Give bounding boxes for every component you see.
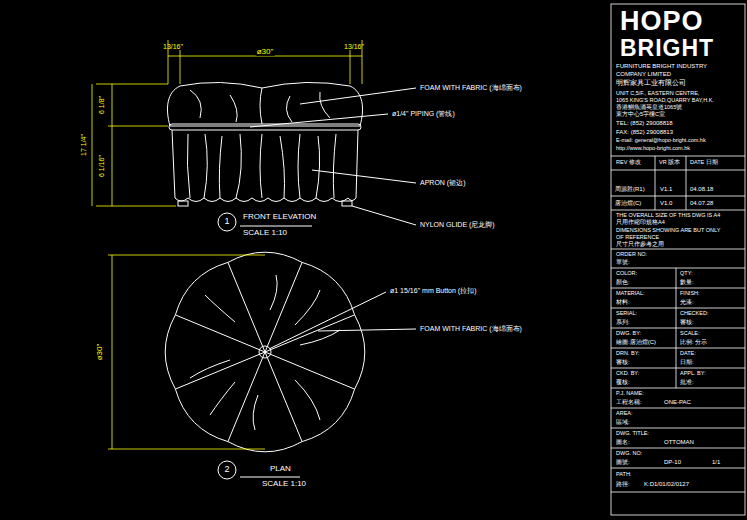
title-block-text: SERIAL: — [616, 311, 637, 317]
title-block-text: 04.08.18 — [690, 186, 713, 192]
drawing-label: ø1/4" PIPING (管线) — [392, 110, 455, 117]
title-block-text: FINISH: — [680, 291, 700, 297]
title-block-text: HOPO — [620, 7, 704, 35]
title-block-text: 香港鰂魚涌英皇道1065號 — [616, 105, 682, 111]
drawing-label: 6 1/8" — [98, 95, 105, 115]
title-block-text: 東方中心5字樓C室 — [616, 112, 665, 118]
title-block-text: PATH: — [616, 472, 631, 478]
title-block-text: FAX: (852) 29008813 — [616, 129, 673, 135]
title-block-text: V1.1 — [660, 186, 672, 192]
title-block-text: DP-10 — [664, 459, 681, 465]
title-block-text: 單號: — [616, 259, 630, 265]
title-block-text: 審核: — [680, 319, 694, 325]
title-block-text: 工程名稱: — [616, 399, 642, 405]
title-block-text: 材料: — [616, 299, 630, 305]
drawing-label: ø30" — [96, 343, 104, 362]
title-block-text: ORDER NO: — [616, 252, 647, 258]
title-block-text: 比例: 分示 — [680, 339, 707, 345]
drawing-label: FRONT ELEVATION — [243, 213, 316, 221]
title-block-text: THE OVERALL SIZE OF THIS DWG IS A4 — [616, 213, 720, 219]
drawing-label: PLAN — [270, 465, 291, 473]
drawing-label: ø30" — [256, 48, 275, 56]
title-block-text: 日期: — [680, 359, 694, 365]
title-block-text: AREA: — [616, 411, 633, 417]
title-block-text: DWG. BY: — [616, 331, 641, 337]
title-block-text: FURNITURE BRIGHT INDUSTRY — [616, 63, 707, 69]
drawing-label: NYLON GLIDE (尼龙脚) — [420, 221, 495, 228]
title-block-text: 明辉家具工业有限公司 — [616, 79, 686, 86]
title-block-text: P.J. NAME: — [616, 391, 644, 397]
drawing-label: FOAM WITH FABRIC (海绵面布) — [420, 84, 522, 91]
title-block-text: 區域: — [616, 419, 630, 425]
title-block-text: CHECKED: — [680, 311, 708, 317]
title-block-text: MATERIAL: — [616, 291, 645, 297]
title-block-text: DATE: — [680, 351, 696, 357]
title-block-text: 繪圖:唐治煊(C) — [616, 339, 656, 345]
title-block-text: COMPANY LIMITED — [616, 71, 671, 77]
title-block-text: 只用作縮印規格A4 — [616, 220, 665, 226]
title-block-text: DIMENSIONS SHOWING ARE BUT ONLY — [616, 228, 720, 234]
title-block-text: 系列: — [616, 319, 630, 325]
title-block-text: REV 修改 — [616, 160, 641, 166]
title-block-text: DWG. TITLE: — [616, 431, 649, 437]
title-block-text: K:D1/01/02/0127 — [644, 481, 689, 487]
title-block-text: UNIT C,5/F., EASTERN CENTRE, — [616, 91, 699, 97]
title-block-text: DATE 日期 — [690, 160, 718, 166]
title-block-text: 04.07.28 — [690, 200, 713, 206]
drawing-label: FOAM WITH FABRIC (海绵面布) — [420, 325, 522, 332]
title-block-text: QTY: — [680, 271, 693, 277]
title-block-text: TEL: (852) 29008818 — [616, 120, 673, 126]
title-block-text: 覆核: — [616, 379, 630, 385]
title-block-text: 周源胜(R1) — [615, 186, 645, 192]
title-block-text: 圖號: — [616, 459, 630, 465]
drawing-label: ø1 15/16" mm Button (拉扣) — [390, 287, 477, 294]
drawing-label: SCALE 1:10 — [243, 229, 287, 237]
drawing-label: 13/16" — [344, 43, 364, 50]
title-block-text: APPL. BY: — [680, 371, 706, 377]
title-block-text: 數量: — [680, 279, 694, 285]
title-block-text: E-mail: general@hopo-bright.com.hk — [616, 138, 706, 144]
title-block-text: COLOR: — [616, 271, 637, 277]
title-block-text: OTTOMAN — [664, 439, 694, 445]
drawing-label: 17 1/4" — [80, 133, 87, 157]
title-block-text: 光漆: — [680, 299, 694, 305]
drawing-label: SCALE 1:10 — [262, 480, 306, 488]
drawing-label: 1 — [223, 217, 230, 226]
drawing-label: 13/16" — [163, 43, 183, 50]
title-block-text: 1/1 — [712, 459, 720, 465]
title-block-text: 路徑: — [616, 481, 630, 487]
drawing-label: 2 — [223, 465, 230, 474]
title-block-text: 尺寸只作參考之用 — [616, 242, 664, 248]
title-block-text: SCALE: — [680, 331, 700, 337]
title-block-text: 批准: — [680, 379, 694, 385]
title-block-text: ONE-PAC — [664, 399, 691, 405]
title-block-text: http://www.hopo-bright.com.hk — [616, 146, 690, 152]
title-block-text: BRIGHT — [620, 36, 714, 60]
title-block-text: VR 版本 — [659, 160, 680, 166]
drawing-label: 6 1/16" — [98, 154, 105, 178]
title-block-text: 1065 KING'S ROAD,QUARRY BAY,H.K. — [616, 98, 714, 104]
title-block-text: V1.0 — [660, 200, 672, 206]
title-block-text: DRN. BY: — [616, 351, 640, 357]
title-block-text: OF REFERENCE — [616, 235, 659, 241]
title-block-text: 圖名: — [616, 439, 630, 445]
title-block-text: 審核: — [616, 359, 630, 365]
drawing-label: APRON (裙边) — [420, 179, 466, 186]
title-block-text: DWG. NO: — [616, 451, 642, 457]
title-block-text: 唐治煊(C) — [615, 200, 641, 206]
title-block-text: 顏色: — [616, 279, 630, 285]
title-block-text: CKD. BY: — [616, 371, 639, 377]
